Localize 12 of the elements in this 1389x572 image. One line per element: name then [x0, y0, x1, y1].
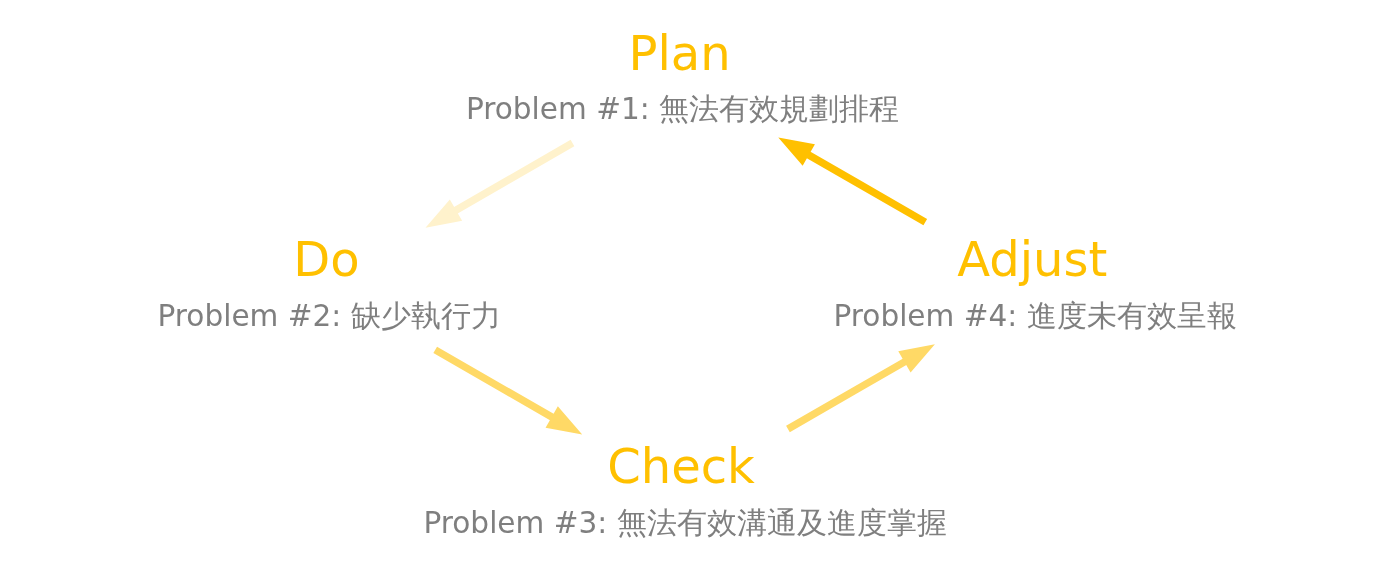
- node-text: Do: [292, 231, 360, 288]
- arrow: [425, 139, 574, 228]
- node-text: Adjust: [956, 231, 1107, 288]
- node-label: Problem #1: 無法有效規劃排程: [465, 92, 899, 127]
- arrow: [785, 344, 935, 433]
- node-label: Problem #3: 無法有效溝通及進度掌握: [423, 506, 947, 541]
- node-label: Problem #2: 缺少執行力: [157, 299, 501, 334]
- node-label: Problem #4: 進度未有效呈報: [833, 299, 1237, 334]
- arrow: [432, 346, 582, 435]
- node-text: Check: [606, 438, 755, 495]
- node-text: Plan: [628, 24, 731, 81]
- arrow: [777, 137, 927, 226]
